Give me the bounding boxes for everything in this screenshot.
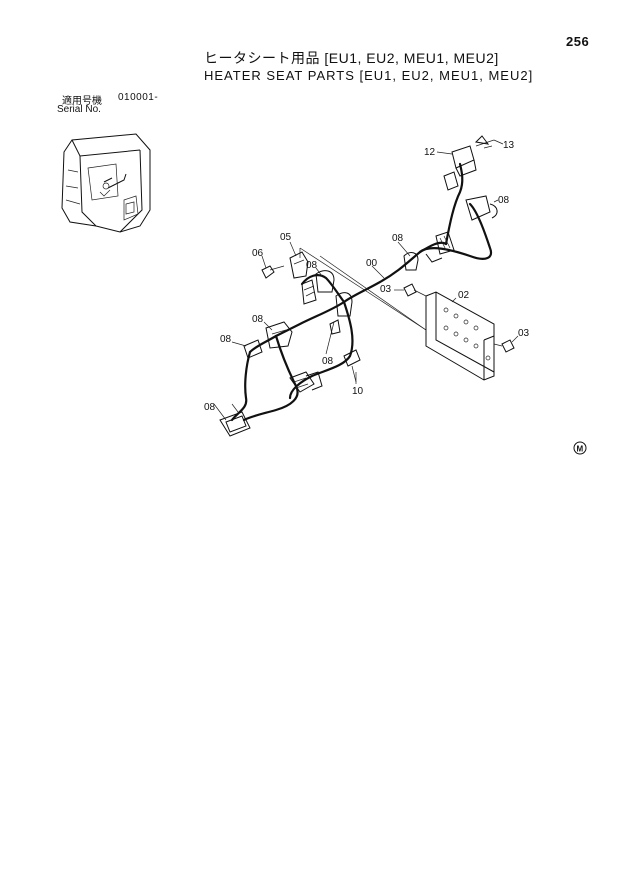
callout-08-far-left: 08 (220, 334, 232, 345)
title-japanese: ヒータシート用品 [EU1, EU2, MEU1, MEU2] (204, 50, 499, 66)
mounting-bracket-drawing (425, 291, 495, 381)
callout-08-center: 08 (322, 356, 334, 367)
page-number: 256 (566, 34, 590, 49)
wiring-harness-drawing (219, 135, 498, 437)
callout-10: 10 (352, 386, 364, 397)
circle-m-mark-icon: M (573, 441, 587, 455)
title-english: HEATER SEAT PARTS [EU1, EU2, MEU1, MEU2] (204, 68, 534, 83)
circle-m-letter: M (577, 445, 584, 454)
callout-03-right: 03 (518, 328, 530, 339)
bolt-icon (403, 283, 515, 353)
callout-08-left: 08 (252, 314, 264, 325)
callout-08-bottom-left: 08 (204, 402, 216, 413)
serial-label-japanese: 適用号機 (62, 96, 102, 107)
callout-12: 12 (424, 147, 436, 158)
cab-thumbnail-icon (61, 133, 151, 233)
callout-08-top-right: 08 (498, 195, 510, 206)
callout-06: 06 (252, 248, 264, 259)
serial-code: 010001- (118, 92, 159, 103)
assembly-outline (299, 247, 427, 331)
callout-03-left: 03 (380, 284, 392, 295)
callout-00: 00 (366, 258, 378, 269)
callout-labels: 12 13 08 05 06 08 08 00 03 02 08 08 08 0… (204, 140, 530, 413)
callout-08-upper-left: 08 (306, 260, 318, 271)
leader-lines (213, 139, 519, 421)
callout-05: 05 (280, 232, 292, 243)
callout-13: 13 (503, 140, 515, 151)
serial-label-english: Serial No. (57, 104, 101, 115)
callout-02: 02 (458, 290, 470, 301)
callout-08-top-center: 08 (392, 233, 404, 244)
